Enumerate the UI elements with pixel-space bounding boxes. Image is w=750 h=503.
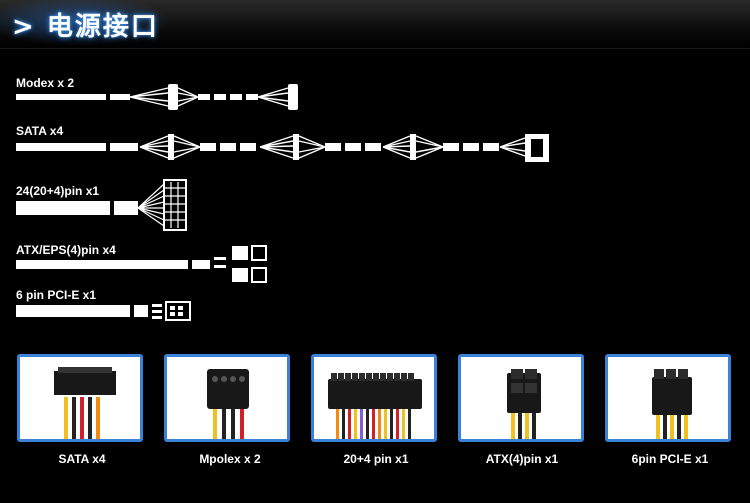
molex-connector-image: [164, 354, 290, 442]
atx24-cable-diagram: [16, 179, 187, 231]
sata-cable-diagram: [16, 134, 549, 162]
caption-molex: Mpolex x 2: [199, 452, 261, 466]
cable-label-pcie: 6 pin PCI-E x1: [16, 288, 97, 302]
pcie6-connector-image: [605, 354, 731, 442]
cable-label-sata: SATA x4: [16, 124, 64, 138]
header-glow: [0, 0, 170, 46]
atx-eps-cable-diagram: [16, 245, 267, 283]
atx24-connector-image: [311, 354, 437, 442]
caption-atx4: ATX(4)pin x1: [485, 452, 559, 466]
cable-label-24pin: 24(20+4)pin x1: [16, 184, 100, 198]
cable-label-atx-eps: ATX/EPS(4)pin x4: [16, 243, 116, 257]
atx4-connector-image: [458, 354, 584, 442]
cable-diagrams: [16, 84, 549, 321]
page-title: > 电源接口: [12, 12, 159, 42]
pcie-cable-diagram: [16, 301, 191, 321]
caption-atx24: 20+4 pin x1: [343, 452, 409, 466]
molex-cable-diagram: [16, 84, 298, 110]
sata-connector-image: [17, 354, 143, 442]
header-banner: > 电源接口: [0, 0, 750, 49]
caption-pcie6: 6pin PCI-E x1: [631, 452, 709, 466]
caption-sata: SATA x4: [58, 452, 106, 466]
cable-label-molex: Modex x 2: [16, 76, 75, 90]
